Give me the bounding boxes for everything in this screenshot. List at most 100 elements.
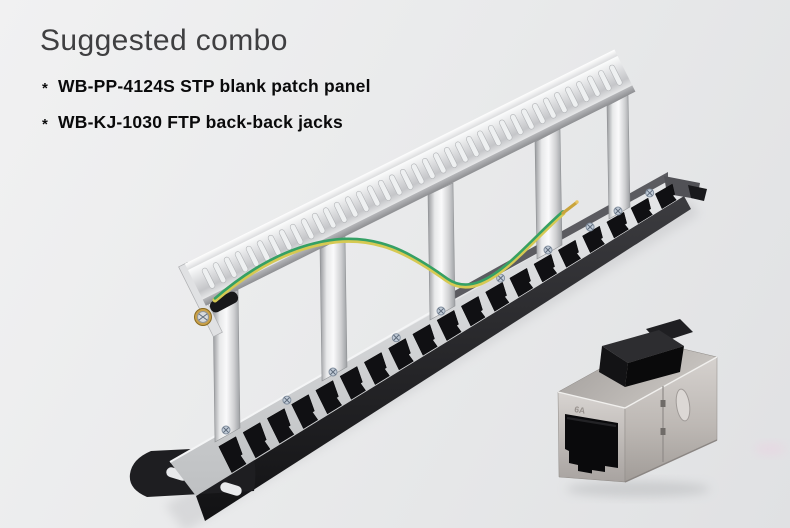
bar-slot bbox=[543, 97, 557, 119]
caption-block: Suggested combo * WB-PP-4124S STP blank … bbox=[40, 24, 371, 148]
bar-top-lip bbox=[184, 49, 619, 271]
philips-screw bbox=[496, 273, 506, 283]
bar-slot bbox=[377, 179, 392, 201]
panel-face-screws bbox=[282, 188, 655, 405]
bar-slot bbox=[499, 119, 513, 141]
wire-terminal bbox=[209, 291, 239, 313]
keystone-port-cutout bbox=[630, 197, 653, 224]
bar-slot bbox=[366, 185, 381, 207]
ground-wire bbox=[194, 200, 579, 326]
philips-screw bbox=[221, 425, 231, 435]
philips-screw bbox=[585, 222, 595, 232]
keystone-port-cutout bbox=[654, 183, 677, 210]
coupler-bottom-edge bbox=[624, 439, 718, 483]
bar-slots bbox=[201, 64, 623, 289]
bar-slot bbox=[521, 108, 535, 130]
cable-management-bar bbox=[178, 49, 636, 338]
bar-slot bbox=[333, 201, 348, 223]
combo-item-text: WB-KJ-1030 FTP back-back jacks bbox=[58, 112, 343, 132]
shield-seam-tab bbox=[660, 428, 666, 435]
bar-slot bbox=[421, 158, 436, 179]
support-bracket bbox=[534, 128, 563, 260]
bar-slot bbox=[609, 64, 623, 86]
support-bracket bbox=[427, 182, 456, 321]
bar-slot bbox=[465, 136, 480, 157]
keystone-port-cutout bbox=[412, 324, 438, 356]
ground-pin bbox=[561, 201, 578, 215]
philips-screw bbox=[613, 206, 623, 216]
keystone-port-cutout bbox=[315, 380, 343, 415]
keystone-port-cutout bbox=[557, 239, 582, 268]
bar-slot bbox=[311, 212, 326, 234]
keystone-port-cutout bbox=[509, 267, 534, 298]
shield-emboss-oval bbox=[675, 388, 691, 422]
pink-smudge bbox=[754, 443, 786, 455]
coupler-shadow bbox=[566, 481, 710, 497]
bar-slot bbox=[399, 168, 414, 190]
bar-slot bbox=[587, 75, 601, 97]
bracket-screws bbox=[221, 206, 623, 435]
support-bracket bbox=[319, 235, 348, 382]
bar-slot bbox=[322, 207, 337, 229]
keystone-port-cutout bbox=[218, 436, 247, 473]
bar-slot bbox=[532, 103, 546, 124]
bar-slot bbox=[234, 251, 249, 273]
philips-screw bbox=[282, 395, 292, 405]
latch-side bbox=[625, 346, 684, 387]
ear-hole bbox=[220, 482, 242, 496]
combo-item-jacks: * WB-KJ-1030 FTP back-back jacks bbox=[42, 112, 371, 133]
page-title: Suggested combo bbox=[40, 24, 288, 57]
bar-slot bbox=[510, 114, 524, 135]
rj45-port bbox=[565, 414, 618, 474]
keystone-port-cutout bbox=[291, 394, 319, 429]
bar-slot bbox=[565, 86, 579, 108]
philips-screw bbox=[391, 333, 401, 343]
bar-slot bbox=[477, 130, 491, 152]
keystone-port-cutout bbox=[363, 352, 390, 385]
bar-slot bbox=[289, 223, 304, 245]
bar-slot bbox=[443, 147, 458, 168]
combo-item-patch-panel: * WB-PP-4124S STP blank patch panel bbox=[42, 76, 371, 97]
combo-item-text: WB-PP-4124S STP blank patch panel bbox=[58, 76, 371, 96]
shield-seam-tab bbox=[660, 400, 666, 407]
asterisk-bullet: * bbox=[42, 116, 49, 133]
ground-pin-tip bbox=[575, 200, 579, 204]
philips-screw bbox=[645, 188, 655, 198]
bar-slot bbox=[388, 174, 403, 196]
rj45-port-inner-shade bbox=[566, 416, 617, 428]
bar-slot bbox=[554, 92, 568, 114]
keystone-port-cutout bbox=[266, 408, 295, 444]
keystone-port-cutout bbox=[242, 422, 271, 459]
panel-right-end-nub bbox=[688, 185, 707, 201]
keystone-coupler-photo: 6A bbox=[557, 319, 718, 483]
bar-slot bbox=[212, 262, 227, 284]
bar-slot bbox=[300, 218, 315, 240]
bar-slot bbox=[598, 70, 612, 92]
bar-slot bbox=[454, 141, 469, 163]
keystone-port-cutout bbox=[460, 296, 486, 327]
support-brackets bbox=[212, 94, 631, 443]
coupler-marking: 6A bbox=[574, 404, 586, 416]
asterisk-bullet: * bbox=[42, 80, 49, 97]
keystone-port-cutout bbox=[339, 366, 366, 400]
bar-slot bbox=[355, 190, 370, 212]
keystone-port-cutout bbox=[485, 281, 510, 312]
keystone-port-cutout bbox=[582, 225, 605, 254]
bar-bottom-edge bbox=[202, 85, 636, 306]
keystone-port-cutout bbox=[388, 338, 414, 371]
keystone-port-cutout bbox=[606, 211, 629, 239]
bar-slot bbox=[410, 163, 425, 185]
latch-front bbox=[599, 346, 628, 387]
keystone-port-cutout bbox=[533, 253, 558, 283]
wire-green-stripe bbox=[213, 210, 565, 300]
keystone-port-cutout bbox=[436, 310, 462, 341]
latch-top bbox=[602, 330, 684, 363]
support-bracket bbox=[212, 289, 241, 443]
philips-screw bbox=[543, 245, 553, 255]
bar-slot bbox=[432, 152, 447, 174]
bar-slot bbox=[488, 125, 502, 146]
bar-slot bbox=[223, 256, 238, 278]
coupler-top-edge-highlight bbox=[557, 356, 718, 409]
